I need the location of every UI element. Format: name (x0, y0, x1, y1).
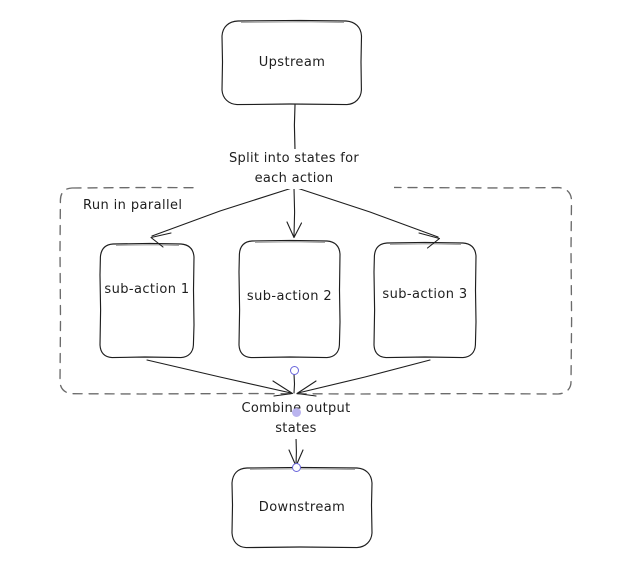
anchor-handle-downstream-top[interactable] (292, 463, 301, 472)
node-downstream-shape[interactable] (231, 466, 373, 549)
group-run-in-parallel[interactable] (59, 186, 573, 395)
group-label-run-in-parallel: Run in parallel (83, 198, 183, 213)
edge-split-to-sub-action-1[interactable] (150, 187, 293, 248)
edge-split-to-sub-action-2[interactable] (286, 187, 303, 239)
anchor-handle-combine-label[interactable] (292, 408, 301, 417)
node-sub-action-3-shape[interactable] (373, 241, 477, 359)
edge-upstream-to-split[interactable] (293, 104, 296, 151)
edge-label-combine-output-states[interactable]: Combine output states (211, 399, 381, 439)
anchor-handle-sub-action-2-bottom[interactable] (290, 366, 299, 375)
node-sub-action-2-shape[interactable] (238, 239, 341, 359)
node-sub-action-1-shape[interactable] (99, 242, 195, 359)
edge-label-split-into-states[interactable]: Split into states for each action (194, 149, 394, 189)
edge-sub-action-1-to-merge[interactable] (146, 359, 294, 397)
edge-merge-to-downstream[interactable] (288, 436, 304, 467)
node-upstream-shape[interactable] (221, 19, 363, 106)
edge-sub-action-3-to-merge[interactable] (296, 359, 431, 397)
edge-sub-action-2-to-merge[interactable] (293, 373, 296, 394)
edge-split-to-sub-action-3[interactable] (296, 187, 441, 249)
